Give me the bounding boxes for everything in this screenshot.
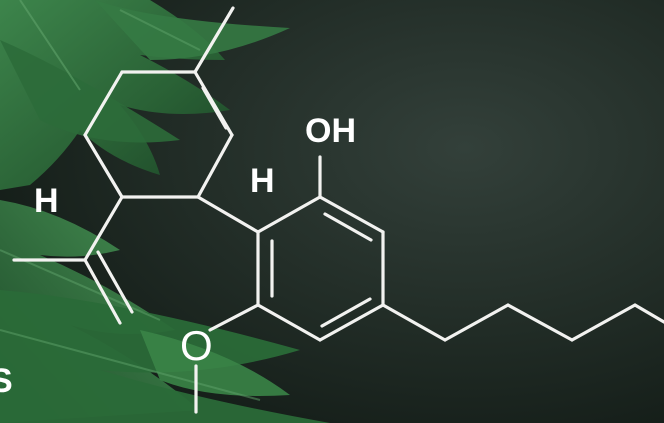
hydroxyl-label: OH — [305, 112, 356, 150]
isopropenyl-group — [12, 195, 134, 325]
pentyl-chain — [381, 303, 664, 342]
edge-fragment-label: S — [0, 362, 13, 400]
cannabis-leaf-bottom — [0, 200, 330, 423]
cyclohexene-ring — [83, 6, 235, 199]
ether-oxygen-label: O — [180, 322, 213, 369]
cannabis-leaf-top — [0, 0, 290, 190]
hydrogen-label-right: H — [250, 162, 275, 200]
benzene-ring — [196, 155, 385, 342]
methoxy-group — [194, 303, 260, 414]
hydrogen-label-left: H — [34, 182, 59, 220]
